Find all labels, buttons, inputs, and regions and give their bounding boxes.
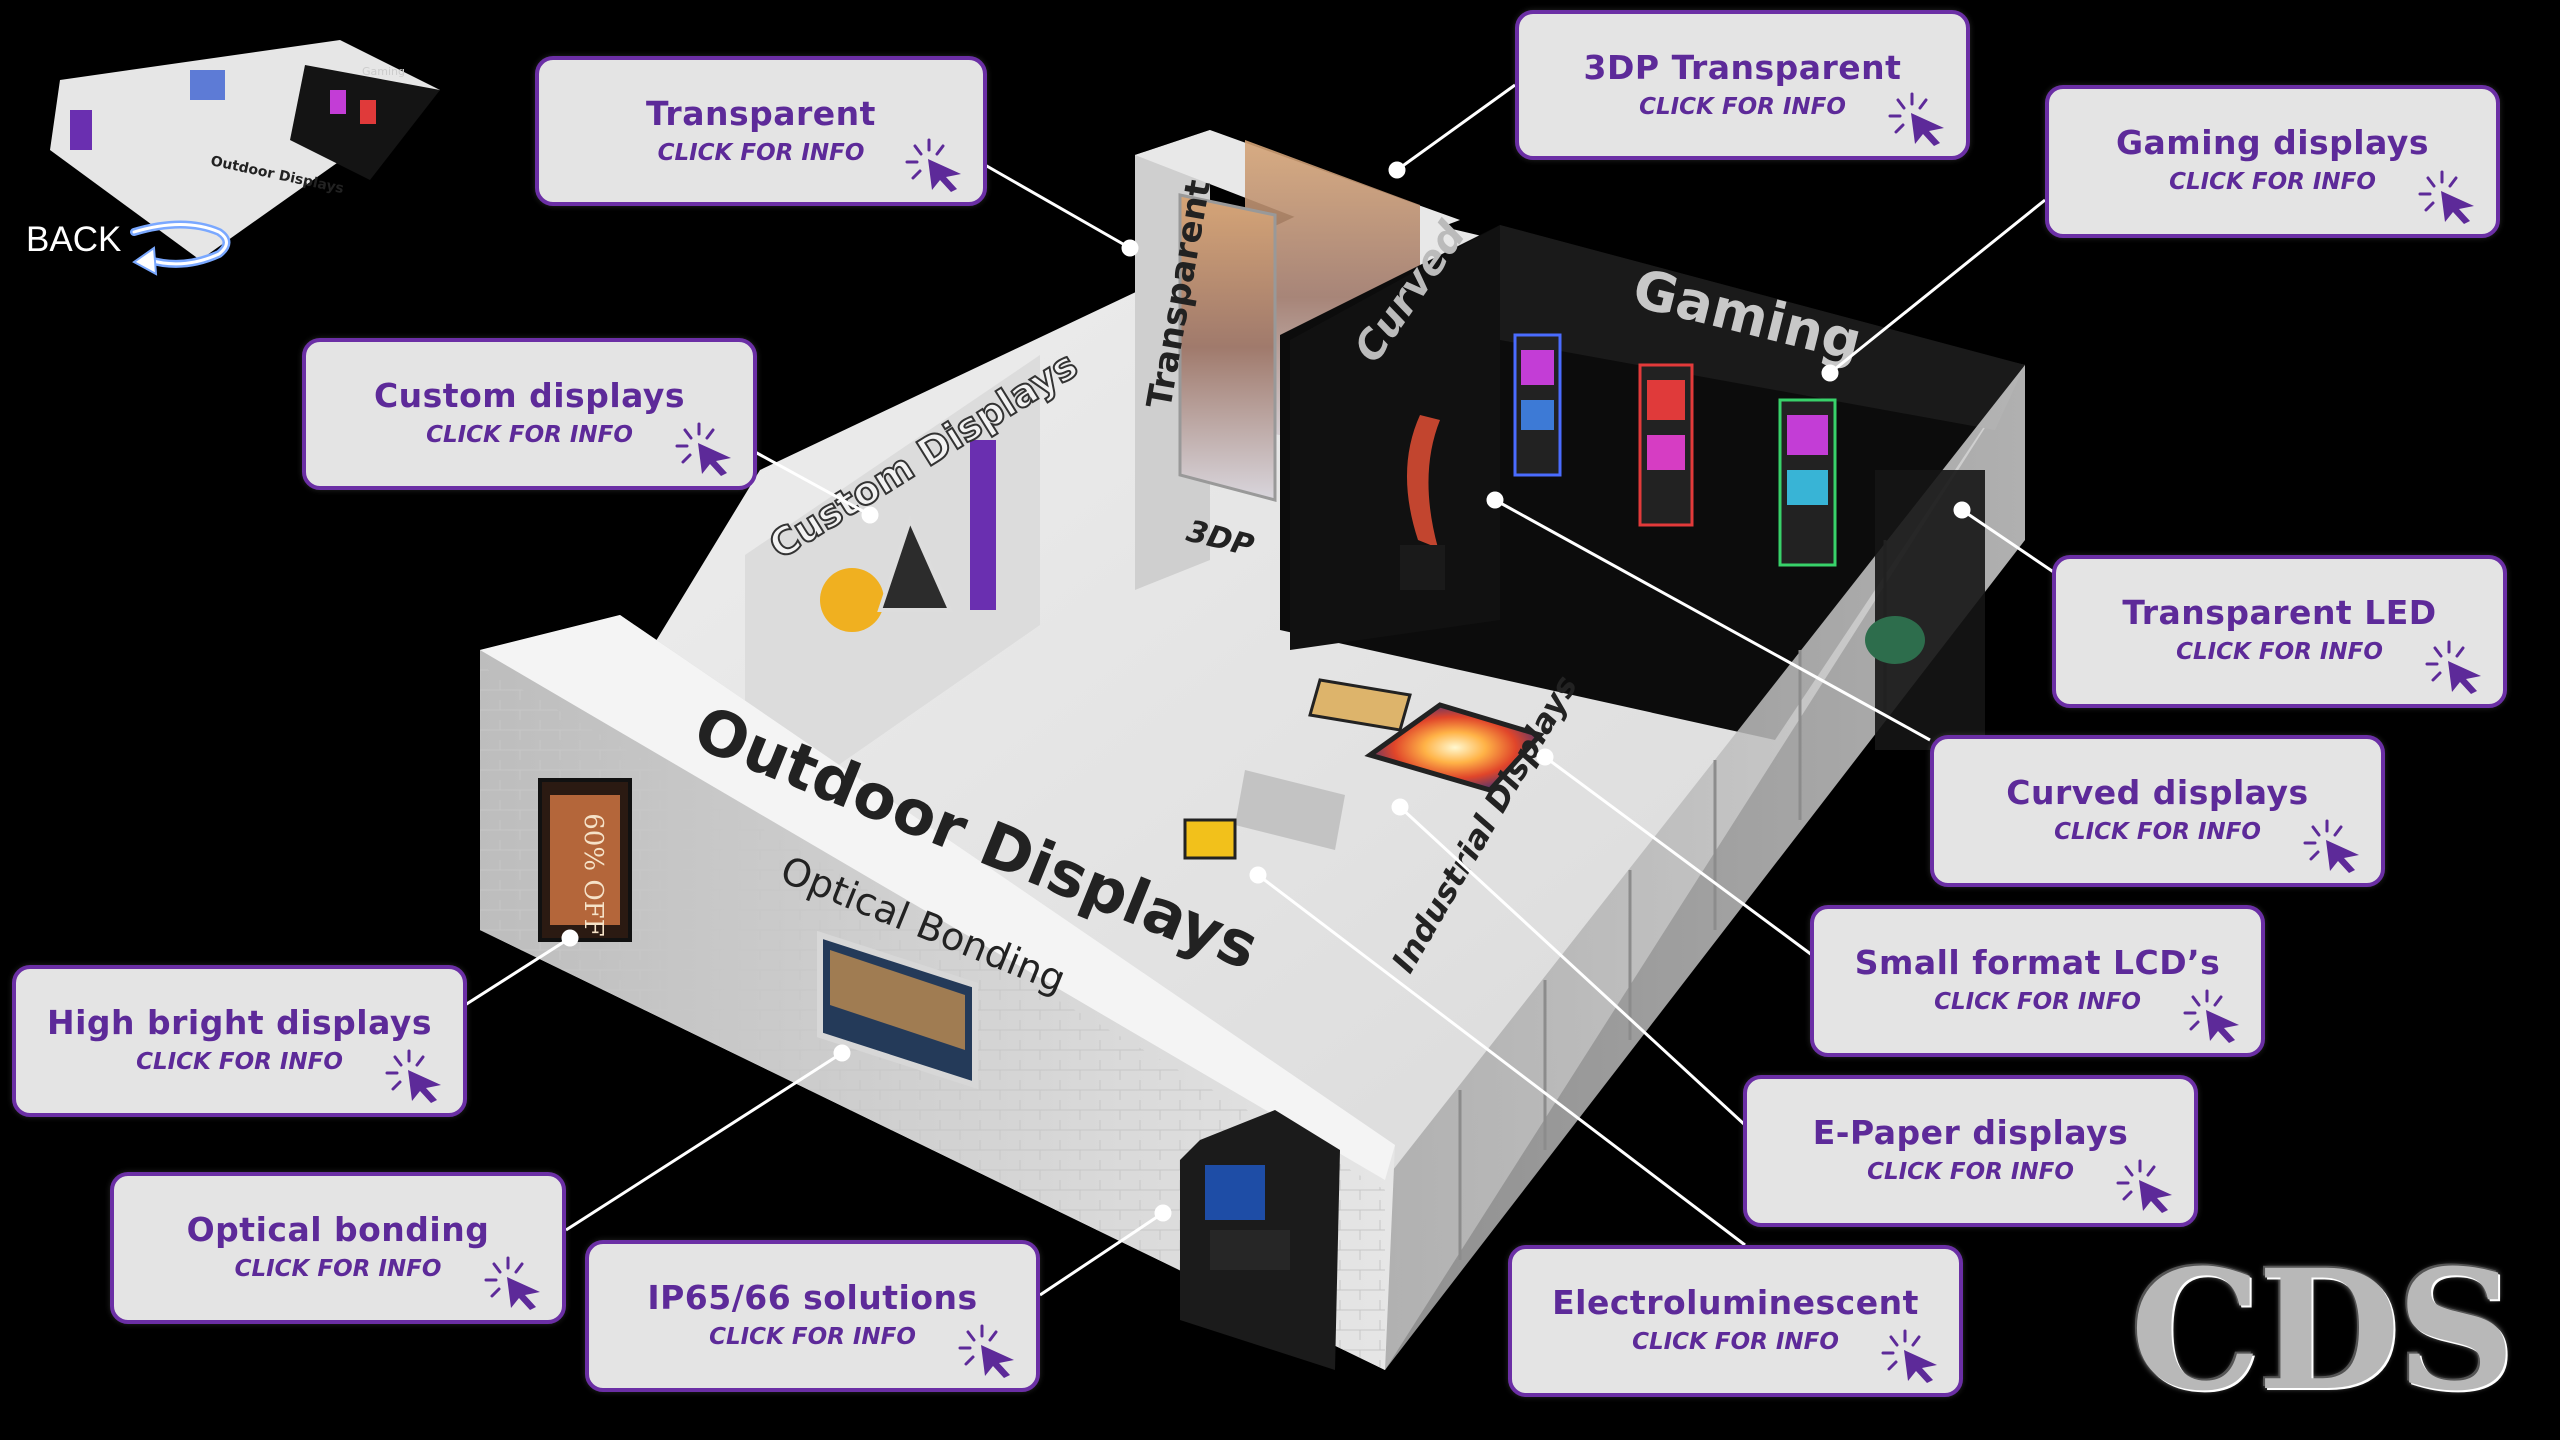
hotspot-title: Gaming displays [2115, 123, 2430, 162]
hotspot-subtitle: CLICK FOR INFO [709, 1324, 916, 1350]
atm-kiosk [1180, 1110, 1340, 1370]
hotspot-subtitle: CLICK FOR INFO [136, 1049, 343, 1075]
hotspot-title: Transparent LED [2122, 593, 2437, 632]
hotspot-title: Custom displays [373, 376, 686, 415]
hotspot-custom-displays[interactable]: Custom displays CLICK FOR INFO [302, 338, 757, 490]
click-cursor-icon [484, 1256, 540, 1310]
click-cursor-icon [1888, 92, 1944, 146]
hotspot-curved-displays[interactable]: Curved displays CLICK FOR INFO [1930, 735, 2385, 887]
custom-triangle-display [877, 514, 954, 612]
hotspot-transparent-led[interactable]: Transparent LED CLICK FOR INFO [2052, 555, 2507, 708]
gaming-machines [1513, 333, 1837, 567]
hotspot-subtitle: CLICK FOR INFO [234, 1256, 442, 1282]
click-cursor-icon [2418, 170, 2474, 224]
custom-round-display [820, 568, 884, 632]
click-cursor-icon [2116, 1159, 2172, 1213]
click-cursor-icon [905, 138, 961, 192]
hotspot-e-paper-displays[interactable]: E-Paper displays CLICK FOR INFO [1743, 1075, 2198, 1227]
custom-tall-display [970, 440, 996, 610]
hotspot-title: Optical bonding [186, 1210, 490, 1249]
hotspot-title: Small format LCD’s [1854, 943, 2221, 982]
hotspot-gaming-displays[interactable]: Gaming displays CLICK FOR INFO [2045, 85, 2500, 238]
click-cursor-icon [385, 1049, 441, 1103]
minimap-sign-gaming: Gaming [362, 65, 405, 78]
hotspot-subtitle: CLICK FOR INFO [1632, 1329, 1839, 1355]
hotspot-3dp-transparent[interactable]: 3DP Transparent CLICK FOR INFO [1515, 10, 1970, 160]
hotspot-electroluminescent[interactable]: Electroluminescent CLICK FOR INFO [1508, 1245, 1963, 1397]
back-label: BACK [26, 220, 122, 259]
hotspot-title: Curved displays [2006, 773, 2309, 812]
back-button[interactable]: BACK [24, 210, 231, 280]
hotspot-title: 3DP Transparent [1583, 48, 1902, 87]
click-cursor-icon [675, 422, 731, 476]
hotspot-subtitle: CLICK FOR INFO [1639, 94, 1846, 120]
back-arrow-icon [130, 220, 231, 276]
hotspot-title: E-Paper displays [1812, 1113, 2129, 1152]
hotspot-optical-bonding[interactable]: Optical bonding CLICK FOR INFO [110, 1172, 566, 1324]
hotspot-ip65-66-solutions[interactable]: IP65/66 solutions CLICK FOR INFO [585, 1240, 1040, 1392]
leader-lines [464, 83, 2056, 1297]
hotspot-title: IP65/66 solutions [647, 1278, 978, 1317]
click-cursor-icon [2425, 640, 2481, 694]
hotspot-transparent[interactable]: Transparent CLICK FOR INFO [535, 56, 987, 206]
cds-logo: CDS [2130, 1233, 2516, 1427]
sale-poster-text: 60% OFF [578, 813, 608, 936]
hotspot-subtitle: CLICK FOR INFO [426, 422, 633, 448]
hotspot-subtitle: CLICK FOR INFO [2054, 819, 2261, 845]
curved-display [1406, 415, 1440, 548]
hotspot-subtitle: CLICK FOR INFO [1934, 989, 2141, 1015]
hotspot-title: Electroluminescent [1552, 1283, 1919, 1322]
industrial-displays [1183, 678, 1545, 860]
click-cursor-icon [958, 1324, 1014, 1378]
hotspot-subtitle: CLICK FOR INFO [1867, 1159, 2074, 1185]
click-cursor-icon [2183, 989, 2239, 1043]
click-cursor-icon [1881, 1329, 1937, 1383]
hotspot-subtitle: CLICK FOR INFO [657, 140, 865, 166]
hotspot-title: Transparent [646, 94, 876, 133]
hotspot-small-format-lcds[interactable]: Small format LCD’s CLICK FOR INFO [1810, 905, 2265, 1057]
hotspot-subtitle: CLICK FOR INFO [2169, 169, 2376, 195]
hotspot-title: High bright displays [46, 1003, 433, 1042]
minimap-overview[interactable]: Outdoor Displays Gaming [40, 20, 445, 265]
click-cursor-icon [2303, 819, 2359, 873]
hotspot-subtitle: CLICK FOR INFO [2176, 639, 2383, 665]
hotspot-high-bright-displays[interactable]: High bright displays CLICK FOR INFO [12, 965, 467, 1117]
